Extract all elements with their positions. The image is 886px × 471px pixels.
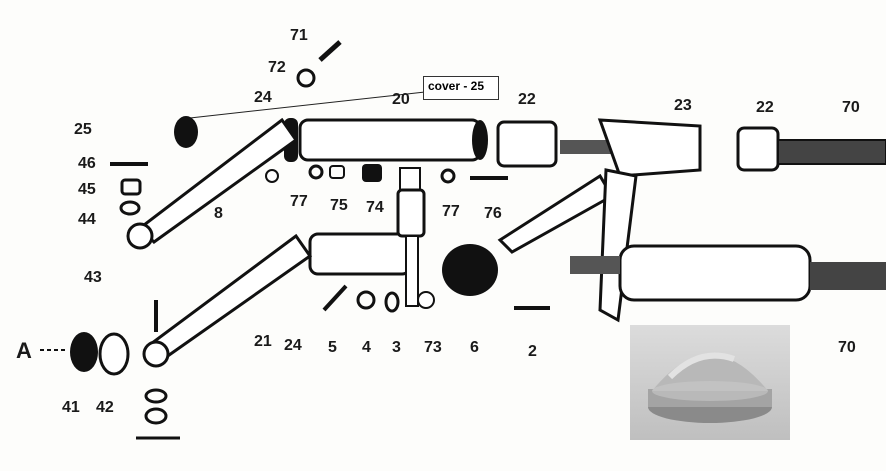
label-25: 25 [74, 121, 92, 138]
label-45: 45 [78, 181, 96, 198]
bush-74 [362, 164, 382, 182]
label-A: A [16, 338, 32, 363]
seal-41 [70, 332, 98, 372]
frame-body-23 [497, 118, 886, 323]
label-70-upper: 70 [842, 99, 860, 116]
callout-leader [189, 91, 426, 119]
cover-callout-label: cover - 25 [423, 76, 499, 100]
label-77-left: 77 [290, 193, 308, 210]
label-73: 73 [424, 339, 442, 356]
label-76: 76 [484, 205, 502, 222]
bush-75 [329, 165, 345, 179]
shaft-end [560, 140, 620, 154]
cover-part-image [648, 352, 772, 423]
lower-arm-21 [142, 233, 313, 368]
pin-5 [322, 284, 348, 312]
label-5: 5 [328, 339, 337, 356]
label-24-upper: 24 [254, 89, 272, 106]
washer-77a [308, 164, 324, 180]
label-42: 42 [96, 399, 114, 416]
nut-4 [356, 290, 376, 310]
label-6: 6 [470, 339, 479, 356]
label-22-right: 22 [756, 99, 774, 116]
label-24-lower: 24 [284, 337, 302, 354]
bushing-22b [736, 126, 780, 172]
label-43: 43 [84, 269, 102, 286]
label-23: 23 [674, 97, 692, 114]
lower-nut [144, 407, 168, 425]
cover-photo [630, 325, 790, 440]
label-2: 2 [528, 343, 537, 360]
washer-42 [98, 332, 130, 376]
upper-arm-8 [126, 117, 299, 250]
label-72: 72 [268, 59, 286, 76]
label-3: 3 [392, 339, 401, 356]
cap-25 [174, 116, 198, 148]
rubber-buffer-6 [442, 244, 498, 296]
label-20: 20 [392, 91, 410, 108]
tube-70-upper [777, 139, 886, 165]
label-74: 74 [366, 199, 384, 216]
nut-45 [120, 178, 142, 196]
label-77-right: 77 [442, 203, 460, 220]
label-46: 46 [78, 155, 96, 172]
label-75: 75 [330, 197, 348, 214]
label-70-lower: 70 [838, 339, 856, 356]
washer-77b [440, 168, 456, 184]
washer-44 [119, 200, 141, 216]
nut-72 [296, 68, 316, 88]
label-22-left: 22 [518, 91, 536, 108]
lower-washer [144, 388, 168, 404]
lower-shaft [308, 232, 412, 276]
bushing-22a [496, 120, 558, 168]
upper-shaft-20 [284, 118, 488, 162]
label-8: 8 [214, 205, 223, 222]
label-41: 41 [62, 399, 80, 416]
label-21: 21 [254, 333, 272, 350]
shock-absorber-73 [396, 167, 435, 309]
label-44: 44 [78, 211, 96, 228]
grease-nipple-71 [318, 40, 342, 62]
label-71: 71 [290, 27, 308, 44]
washer-3 [384, 291, 400, 313]
label-4: 4 [362, 339, 371, 356]
